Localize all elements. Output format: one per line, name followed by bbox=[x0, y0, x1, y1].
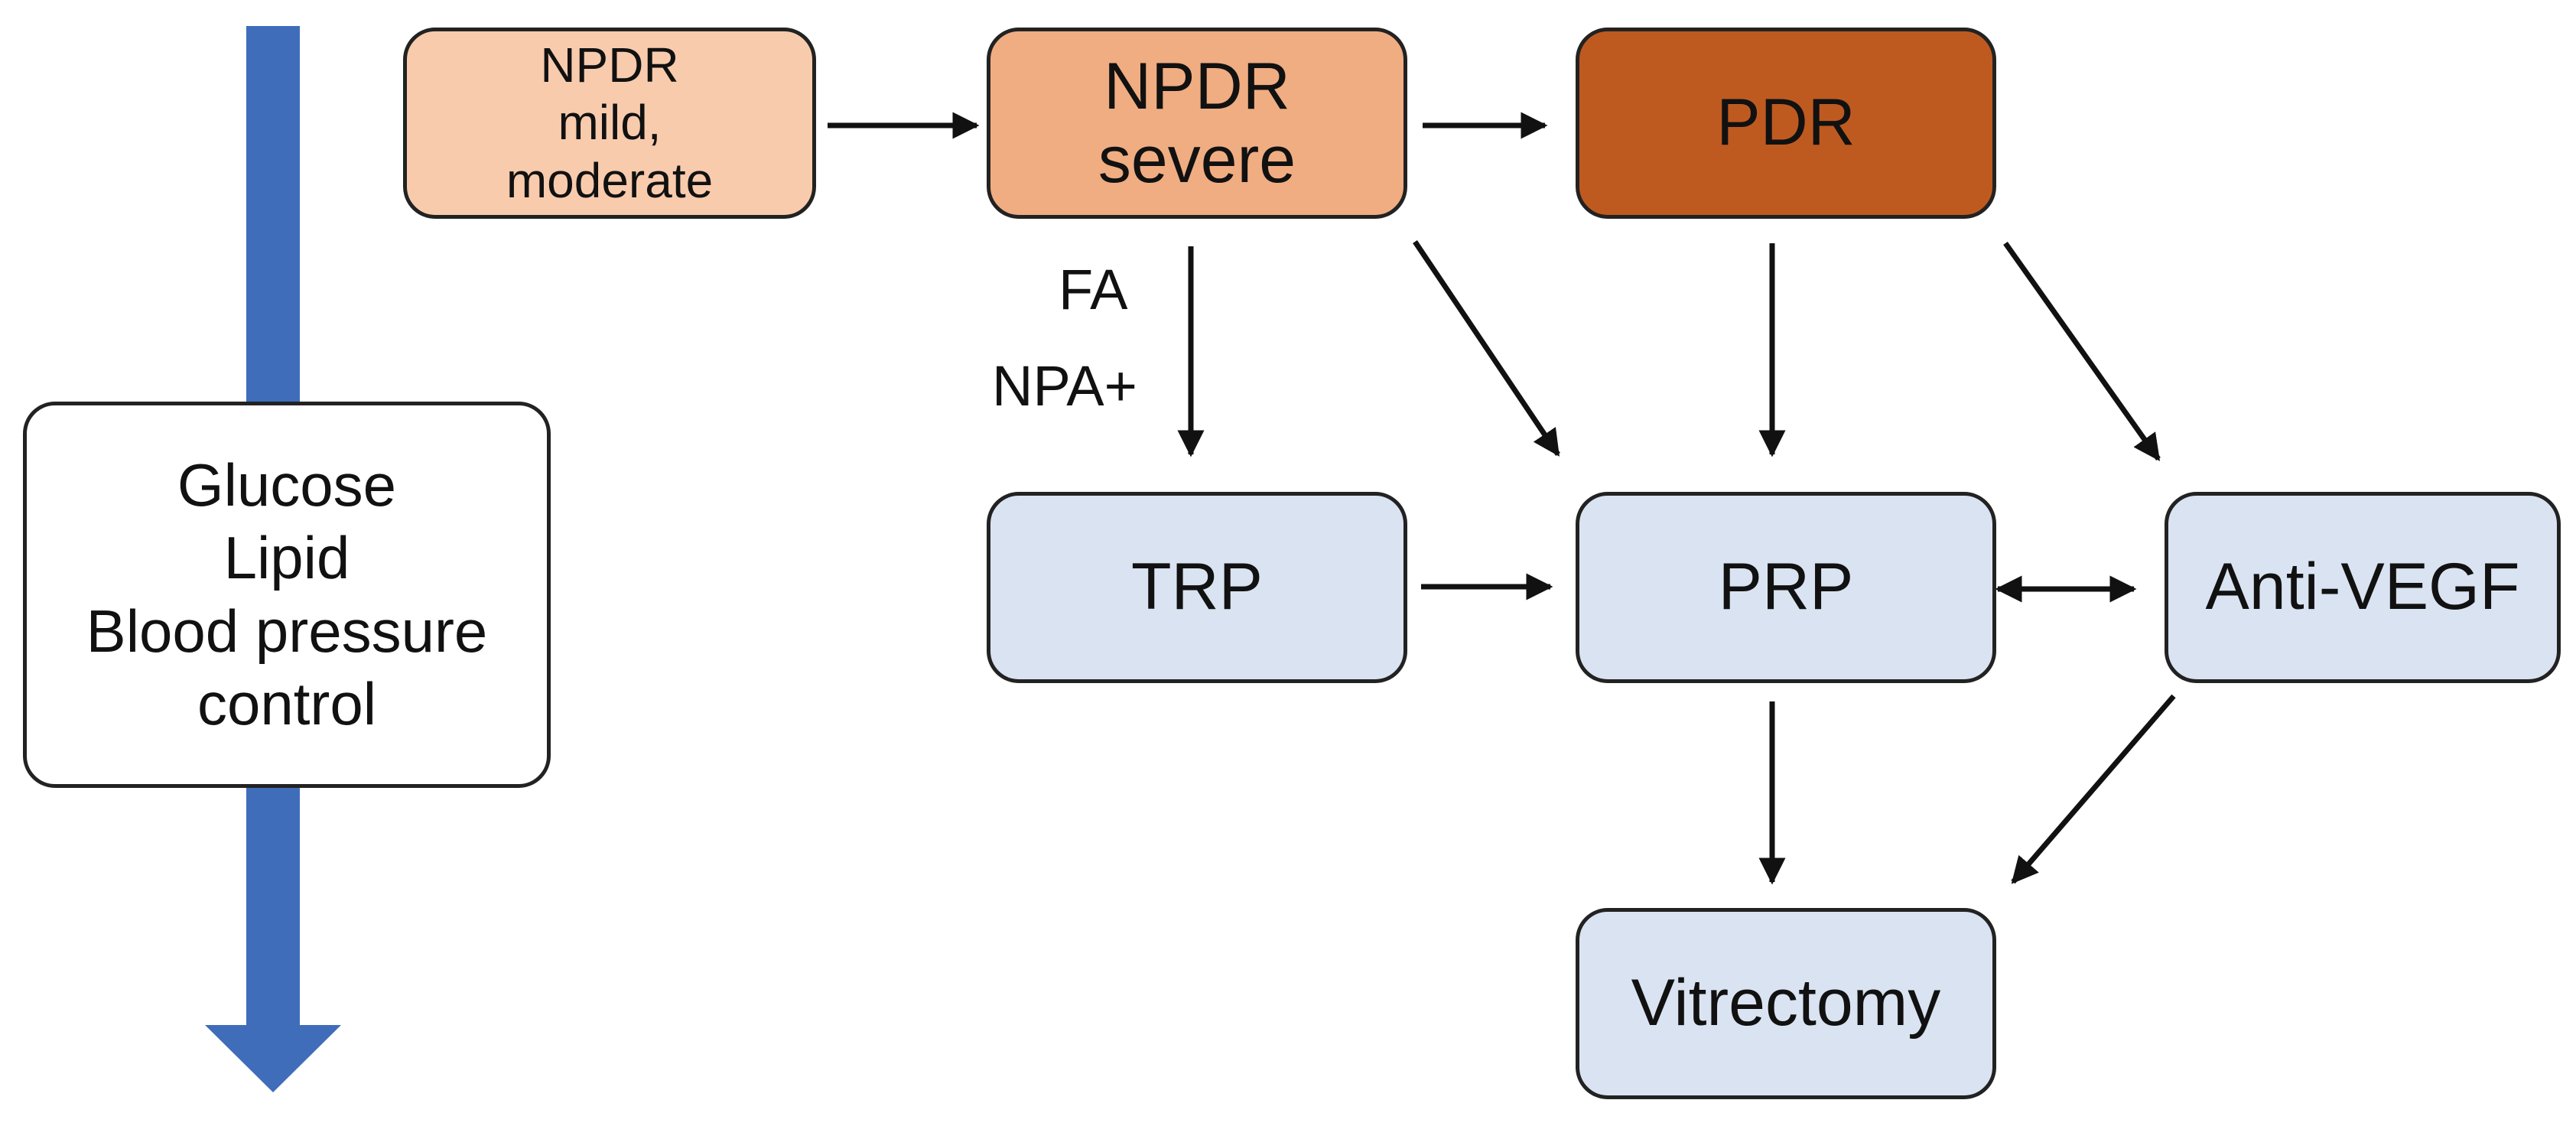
treatment-trp: TRP bbox=[987, 492, 1407, 683]
stage-line: NPDR bbox=[1104, 49, 1290, 123]
stage-line: severe bbox=[1098, 123, 1296, 197]
edge-label-fa: FA bbox=[1059, 258, 1128, 321]
stage-line: mild, bbox=[558, 95, 662, 151]
stage-npdr-severe: NPDR severe bbox=[987, 28, 1407, 219]
treatment-label: Vitrectomy bbox=[1631, 966, 1941, 1040]
control-line: Glucose bbox=[177, 451, 397, 519]
control-line: Blood pressure bbox=[86, 597, 488, 665]
treatment-label: TRP bbox=[1131, 550, 1263, 624]
arrow-anti-vegf-to-vitrectomy bbox=[2011, 694, 2176, 884]
stage-npdr-mild-moderate: NPDR mild, moderate bbox=[403, 28, 816, 219]
treatment-label: PRP bbox=[1718, 550, 1854, 624]
stage-pdr: PDR bbox=[1576, 28, 1996, 219]
treatment-anti-vegf: Anti-VEGF bbox=[2165, 492, 2561, 683]
control-line: Lipid bbox=[223, 524, 350, 592]
control-line: control bbox=[197, 669, 377, 737]
treatment-vitrectomy: Vitrectomy bbox=[1576, 908, 1996, 1099]
arrow-pdr-to-anti-vegf bbox=[2003, 241, 2161, 461]
systemic-control-box: Glucose Lipid Blood pressure control bbox=[23, 402, 551, 788]
stage-line: NPDR bbox=[540, 37, 679, 93]
edge-label-npa: NPA+ bbox=[992, 354, 1137, 418]
treatment-prp: PRP bbox=[1576, 492, 1996, 683]
stage-label: PDR bbox=[1716, 86, 1856, 160]
treatment-label: Anti-VEGF bbox=[2205, 550, 2520, 624]
stage-line: moderate bbox=[506, 152, 714, 208]
arrow-severe-to-prp bbox=[1413, 240, 1560, 457]
